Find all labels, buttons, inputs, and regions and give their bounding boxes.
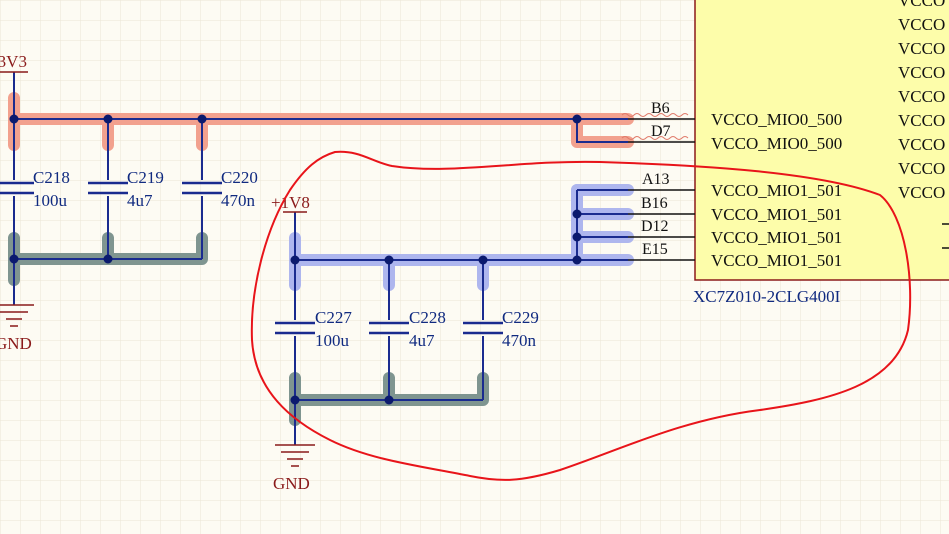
cap-ref-label[interactable]: C220	[221, 168, 258, 187]
cap-value-label[interactable]: 100u	[315, 331, 350, 350]
ic-upper-pin-name: VCCO	[898, 135, 945, 154]
cap-ref-label[interactable]: C219	[127, 168, 164, 187]
ic-pin-number[interactable]: B16	[641, 195, 668, 212]
wires	[13, 72, 628, 445]
ic-part-label[interactable]: XC7Z010-2CLG400I	[693, 287, 841, 306]
ic-body[interactable]	[694, 0, 949, 281]
ic-pin-name[interactable]: VCCO_MIO1_501	[711, 251, 842, 270]
ic-pin-name[interactable]: VCCO_MIO1_501	[711, 228, 842, 247]
ic-pin-name[interactable]: VCCO_MIO0_500	[711, 110, 842, 129]
ic-upper-pin-name: VCCO	[898, 63, 945, 82]
ic-upper-pin-name: VCCO	[898, 183, 945, 202]
ground-symbols	[0, 304, 315, 467]
cap-value-label[interactable]: 4u7	[409, 331, 435, 350]
ic-pin-lines	[628, 118, 695, 261]
power-symbols	[0, 71, 307, 213]
net-label-gnd-left[interactable]: GND	[0, 334, 32, 353]
ic-upper-pin-name: VCCO	[898, 159, 945, 178]
ic-pin-name[interactable]: VCCO_MIO1_501	[711, 181, 842, 200]
ic-pin-name[interactable]: VCCO_MIO0_500	[711, 134, 842, 153]
ic-pin-number[interactable]: A13	[642, 171, 670, 188]
no-erc-marks	[621, 113, 689, 140]
ic-upper-pin-names: VCCO VCCO VCCO VCCO VCCO VCCO VCCO VCCO …	[898, 0, 945, 202]
net-label-1v8[interactable]: +1V8	[271, 193, 310, 212]
ic-upper-pin-name: VCCO	[898, 111, 945, 130]
cap-ref-label[interactable]: C227	[315, 308, 352, 327]
cap-ref-label[interactable]: C228	[409, 308, 446, 327]
cap-value-label[interactable]: 4u7	[127, 191, 153, 210]
cap-value-label[interactable]: 470n	[221, 191, 256, 210]
ic-pin-number[interactable]: D7	[651, 123, 671, 140]
net-label-gnd-right[interactable]: GND	[273, 474, 310, 493]
junctions	[9, 114, 582, 405]
ic-pin-number[interactable]: E15	[642, 241, 668, 258]
ic-upper-pin-name: VCCO	[898, 87, 945, 106]
cap-value-label[interactable]: 470n	[502, 331, 537, 350]
capacitor-symbols	[0, 181, 503, 335]
ic-pin-number[interactable]: D12	[641, 218, 669, 235]
ic-upper-pin-name: VCCO	[898, 0, 945, 10]
ic-upper-pin-name: VCCO	[898, 15, 945, 34]
cap-value-label[interactable]: 100u	[33, 191, 68, 210]
annotation-circle	[250, 150, 912, 481]
ic-pin-number[interactable]: B6	[651, 100, 670, 117]
ic-pin-name[interactable]: VCCO_MIO1_501	[711, 205, 842, 224]
net-label-3v3[interactable]: -3V3	[0, 52, 27, 71]
cap-ref-label[interactable]: C218	[33, 168, 70, 187]
ic-upper-pin-name: VCCO	[898, 39, 945, 58]
cap-ref-label[interactable]: C229	[502, 308, 539, 327]
